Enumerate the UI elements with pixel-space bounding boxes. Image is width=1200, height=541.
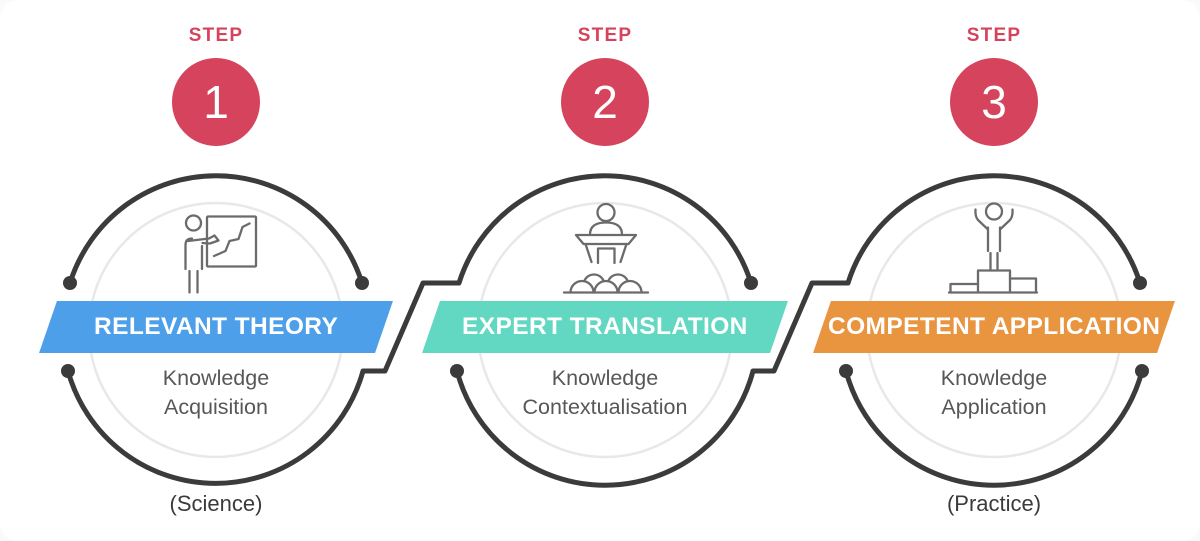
banner-title-3: COMPETENT APPLICATION bbox=[827, 313, 1161, 340]
subtitle-2-line2: Contextualisation bbox=[522, 395, 688, 419]
subtitle-3-line2: Application bbox=[941, 395, 1047, 419]
lecturer-audience-icon bbox=[562, 202, 650, 294]
caption-science: (Science) bbox=[169, 491, 263, 516]
caption-practice: (Practice) bbox=[946, 491, 1042, 516]
presenter-whiteboard-icon bbox=[184, 214, 258, 294]
subtitle-1-line2: Acquisition bbox=[164, 395, 268, 419]
step-label-1: STEP bbox=[188, 25, 244, 46]
step-number-badge-2: 2 bbox=[561, 58, 649, 146]
circle1-bottom-arc-connector-circle2-top-arc bbox=[65, 173, 754, 486]
banner-title-1: RELEVANT THEORY bbox=[93, 313, 339, 340]
arc-end-dots bbox=[61, 276, 1149, 378]
banner-relevant-theory: RELEVANT THEORY bbox=[39, 301, 393, 353]
banner-competent-application: COMPETENT APPLICATION bbox=[813, 301, 1175, 353]
circle2-bottom-arc-connector-circle3-top-arc bbox=[454, 173, 1143, 488]
step-label-3: STEP bbox=[966, 25, 1022, 46]
subtitle-1-line1: Knowledge bbox=[162, 366, 270, 390]
subtitle-2-line1: Knowledge bbox=[551, 366, 659, 390]
circle1-top-arc bbox=[67, 173, 365, 286]
banner-expert-translation: EXPERT TRANSLATION bbox=[422, 301, 788, 353]
step-number-badge-1: 1 bbox=[172, 58, 260, 146]
step-label-2: STEP bbox=[577, 25, 633, 46]
subtitle-1: Knowledge Acquisition bbox=[76, 364, 356, 422]
subtitle-3-line1: Knowledge bbox=[940, 366, 1048, 390]
subtitle-2: Knowledge Contextualisation bbox=[465, 364, 745, 422]
step-number-badge-3: 3 bbox=[950, 58, 1038, 146]
winner-podium-icon bbox=[947, 202, 1039, 294]
subtitle-3: Knowledge Application bbox=[854, 364, 1134, 422]
outer-arcs bbox=[65, 173, 1145, 488]
banner-title-2: EXPERT TRANSLATION bbox=[462, 313, 748, 340]
circle3-bottom-arc bbox=[843, 368, 1145, 488]
